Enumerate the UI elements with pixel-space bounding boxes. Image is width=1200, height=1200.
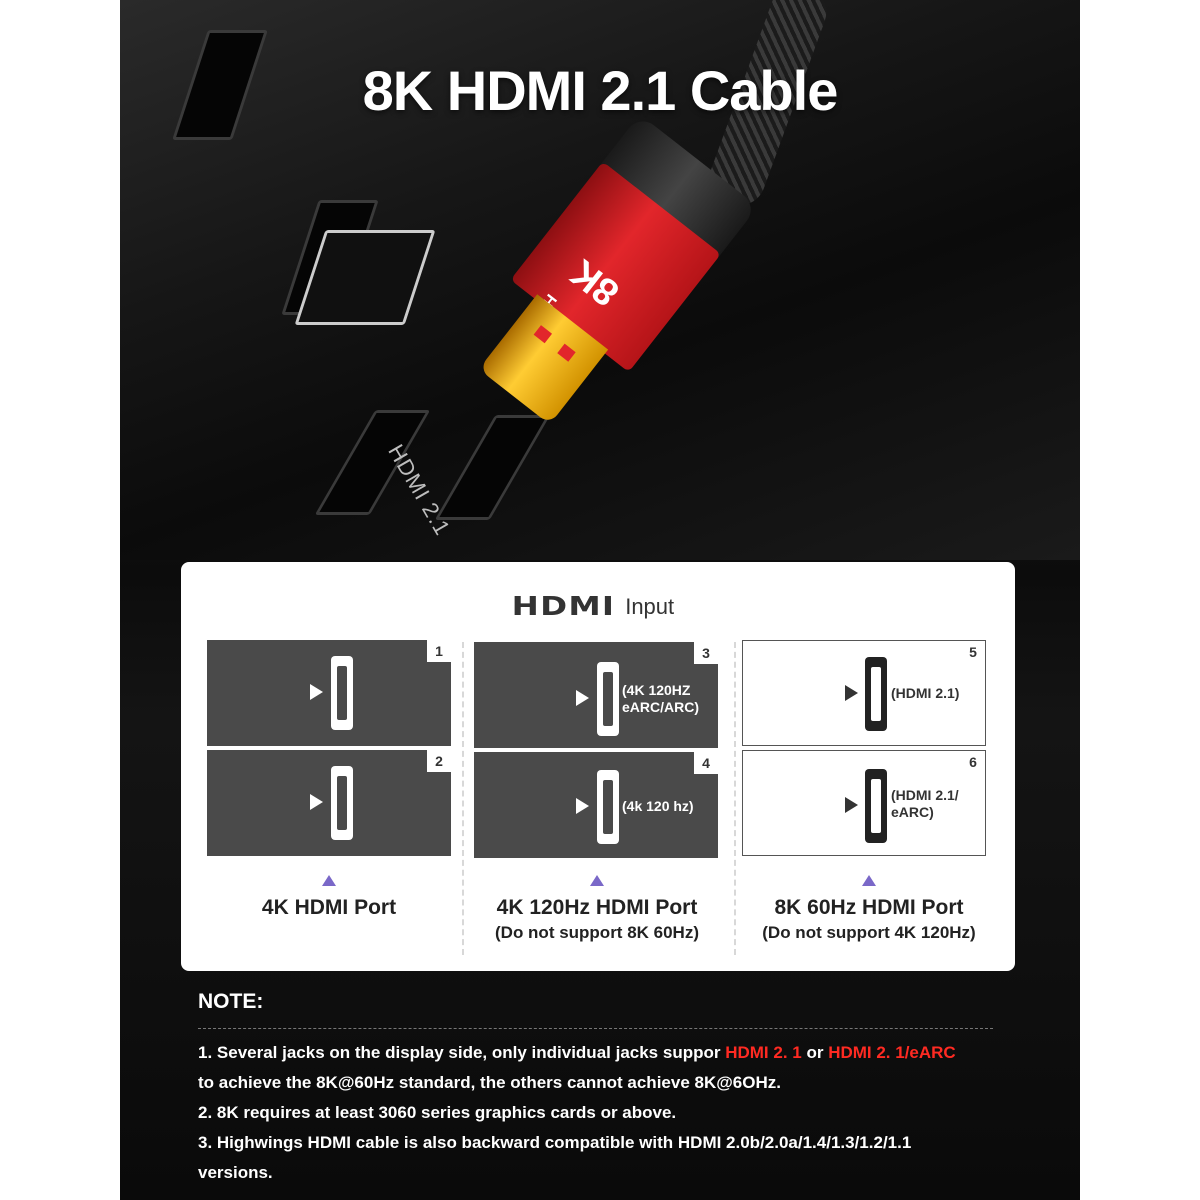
hdmi-jack-icon	[597, 770, 619, 844]
column-title: 4K HDMI Port	[261, 896, 397, 919]
note-highlight: HDMI 2. 1	[725, 1043, 802, 1062]
slot-number: 1	[427, 640, 451, 662]
play-arrow-icon	[310, 794, 323, 810]
column-title: 4K 120Hz HDMI Port	[496, 896, 698, 919]
up-triangle-icon	[590, 875, 604, 886]
hdmi-jack-icon	[865, 769, 887, 843]
note-divider	[198, 1028, 993, 1029]
slot-note-line: (4k 120 hz)	[622, 798, 694, 814]
hdmi-jack-icon	[865, 657, 887, 731]
slot-note: (HDMI 2.1)	[891, 685, 959, 702]
up-triangle-icon	[862, 875, 876, 886]
play-arrow-icon	[576, 798, 589, 814]
tv-back-panel: HDMI 2.1 8K HDMI	[120, 0, 1080, 560]
slot-number: 2	[427, 750, 451, 772]
up-triangle-icon	[322, 875, 336, 886]
column-subtitle: (Do not support 8K 60Hz)	[495, 923, 699, 942]
column-title: 8K 60Hz HDMI Port	[774, 896, 964, 919]
note-1-cont: to achieve the 8K@60Hz standard, the oth…	[198, 1073, 781, 1092]
play-arrow-icon	[845, 797, 858, 813]
hdmi-logo: HDMI	[511, 592, 616, 622]
slot-number: 6	[961, 751, 985, 773]
hdmi-jack-icon	[597, 662, 619, 736]
hdmi-21-port-label: HDMI 2.1	[383, 440, 456, 540]
note-text: 1. Several jacks on the display side, on…	[198, 1043, 726, 1062]
slot-5: 5 (HDMI 2.1)	[742, 640, 986, 746]
slot-note: (4K 120HZ eARC/ARC)	[622, 682, 699, 716]
hero-title: 8K HDMI 2.1 Cable	[362, 59, 839, 122]
plug-8k-text: 8K	[563, 250, 628, 314]
slot-note-line: (HDMI 2.1/	[891, 787, 959, 803]
slot-note-line: (HDMI 2.1)	[891, 685, 960, 701]
slot-4: 4 (4k 120 hz)	[474, 752, 718, 858]
slot-note: (4k 120 hz)	[622, 798, 694, 815]
column-divider	[462, 642, 464, 955]
column-divider	[734, 642, 736, 955]
note-1: 1. Several jacks on the display side, on…	[198, 1038, 998, 1068]
slot-3: 3 (4K 120HZ eARC/ARC)	[474, 642, 718, 748]
slot-number: 4	[694, 752, 718, 774]
connector-pin	[533, 325, 553, 344]
input-word: Input	[625, 594, 675, 619]
slot-note-line: eARC/ARC)	[622, 699, 699, 715]
column-subtitle: (Do not support 4K 120Hz)	[762, 923, 976, 942]
hdmi-jack-icon	[331, 766, 353, 840]
play-arrow-icon	[845, 685, 858, 701]
note-highlight: HDMI 2. 1/eARC	[828, 1043, 956, 1062]
slot-6: 6 (HDMI 2.1/ eARC)	[742, 750, 986, 856]
note-2: 2. 8K requires at least 3060 series grap…	[198, 1103, 677, 1122]
connector-pin	[557, 343, 576, 362]
slot-note-line: (4K 120HZ	[622, 682, 691, 698]
hdmi-port-right	[434, 415, 551, 520]
slot-1: 1	[207, 640, 451, 746]
slot-note: (HDMI 2.1/ eARC)	[891, 787, 959, 821]
note-3-cont: versions.	[198, 1163, 273, 1182]
hdmi-jack-icon	[331, 656, 353, 730]
hdmi-input-card: HDMI Input 1 2 3 (4K 120HZ eARC/ARC) 4 (…	[181, 562, 1015, 971]
note-text: or	[801, 1043, 829, 1062]
note-3: 3. Highwings HDMI cable is also backward…	[198, 1133, 912, 1152]
play-arrow-icon	[576, 690, 589, 706]
slot-number: 3	[694, 642, 718, 664]
slot-number: 5	[961, 641, 985, 663]
card-header: HDMI Input	[181, 592, 1015, 622]
slot-2: 2	[207, 750, 451, 856]
slot-note-line: eARC)	[891, 804, 934, 820]
play-arrow-icon	[310, 684, 323, 700]
note-title: NOTE:	[198, 990, 264, 1013]
